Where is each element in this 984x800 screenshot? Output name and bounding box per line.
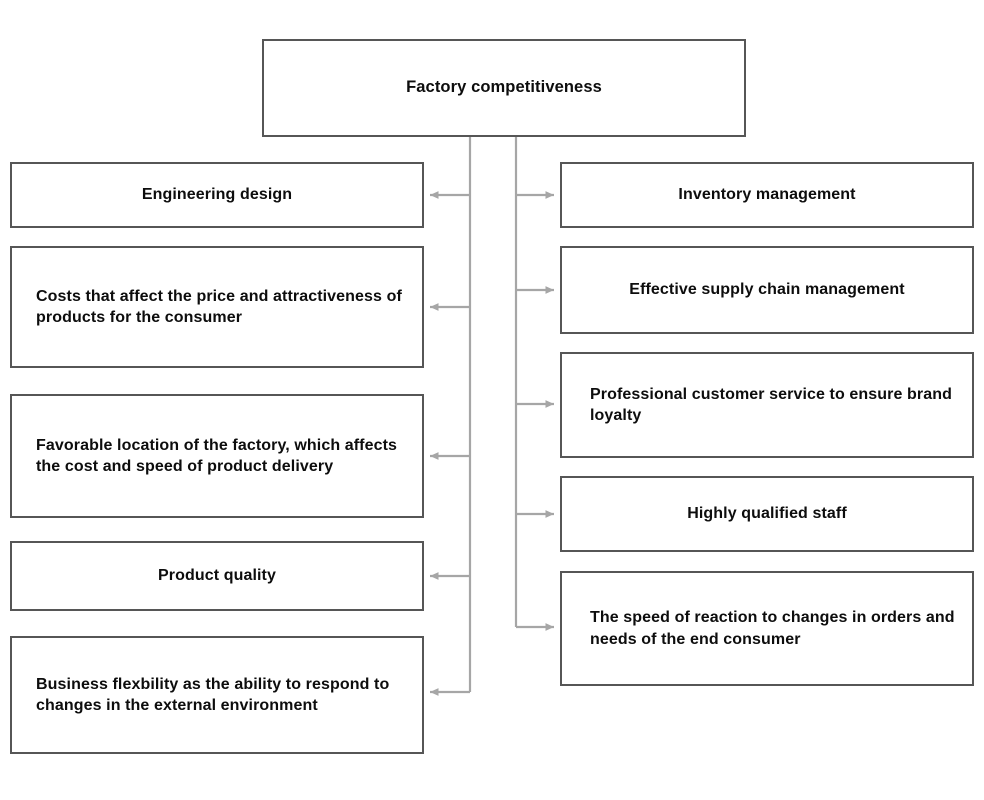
node-factory-competitiveness[interactable]: Factory competitiveness — [262, 39, 746, 137]
node-label-left-1: Costs that affect the price and attracti… — [36, 287, 402, 326]
node-label-right-0: Inventory management — [678, 186, 856, 204]
node-label-right-1: Effective supply chain management — [629, 281, 905, 299]
node-product-quality[interactable]: Product quality — [10, 541, 424, 611]
node-business-flexibility[interactable]: Business flexbility as the ability to re… — [10, 636, 424, 754]
node-supply-chain-management[interactable]: Effective supply chain management — [560, 246, 974, 334]
node-label-root: Factory competitiveness — [406, 78, 602, 97]
node-favorable-location[interactable]: Favorable location of the factory, which… — [10, 394, 424, 518]
node-engineering-design[interactable]: Engineering design — [10, 162, 424, 228]
node-label-right-4: The speed of reaction to changes in orde… — [590, 609, 955, 648]
node-label-left-3: Product quality — [158, 567, 276, 585]
node-label-left-4: Business flexbility as the ability to re… — [36, 675, 390, 714]
node-label-right-3: Highly qualified staff — [687, 505, 847, 523]
node-costs-price-attractiveness[interactable]: Costs that affect the price and attracti… — [10, 246, 424, 368]
node-label-left-2: Favorable location of the factory, which… — [36, 436, 398, 475]
node-label-right-2: Professional customer service to ensure … — [590, 385, 952, 424]
node-speed-of-reaction[interactable]: The speed of reaction to changes in orde… — [560, 571, 974, 686]
node-highly-qualified-staff[interactable]: Highly qualified staff — [560, 476, 974, 552]
node-inventory-management[interactable]: Inventory management — [560, 162, 974, 228]
node-customer-service-brand-loyalty[interactable]: Professional customer service to ensure … — [560, 352, 974, 458]
node-label-left-0: Engineering design — [141, 186, 293, 204]
